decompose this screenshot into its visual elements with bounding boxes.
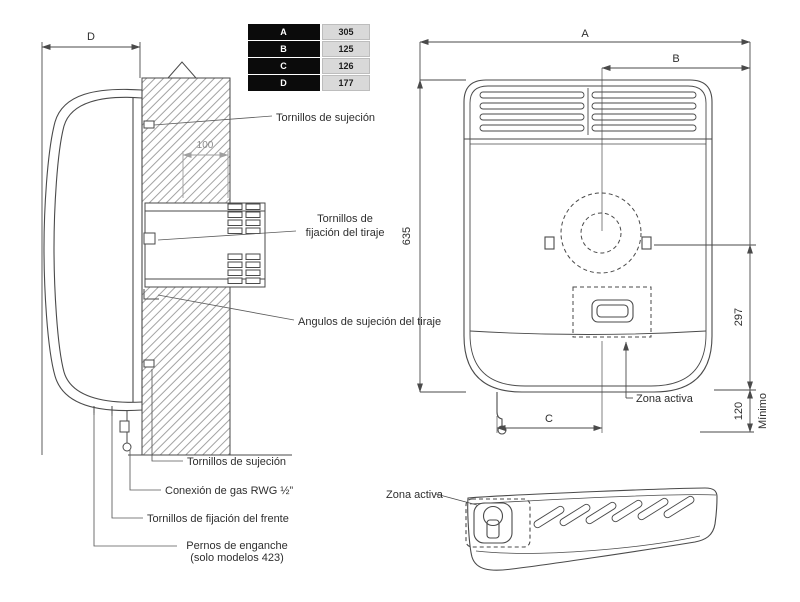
keyhole-slot <box>486 519 500 539</box>
bottom-body-outline <box>467 487 718 571</box>
gas-pipe-end <box>497 425 507 435</box>
dim-100-label: 100 <box>197 140 214 151</box>
label-zona-activa-front: Zona activa <box>636 393 694 405</box>
dim-635-label: 635 <box>401 227 413 245</box>
keyhole-plate <box>473 502 513 544</box>
front-body-outline <box>463 79 713 393</box>
wall-hatch-bottom <box>142 287 230 455</box>
dim-minimo-label: Mínimo <box>757 393 769 429</box>
label-angle-bracket: Angulos de sujeción del tiraje <box>298 316 441 328</box>
right-clip <box>641 236 652 250</box>
dimension-d <box>41 42 141 455</box>
wall-hatch-top <box>142 78 230 203</box>
wall-fasteners <box>143 120 159 368</box>
dimension-100 <box>182 151 229 198</box>
front-view <box>463 79 713 435</box>
dim-key: D <box>248 75 320 91</box>
label-duct-screws-line1: Tornillos de <box>317 213 373 225</box>
dim-b-label: B <box>672 53 679 65</box>
bottom-mounting-screw <box>143 359 155 368</box>
dimension-table: A 305 B 125 C 126 D 177 <box>248 24 370 91</box>
label-front-screws: Tornillos de fijación del frente <box>147 513 289 525</box>
leader-duct-screws <box>157 230 297 241</box>
flue-position-marks <box>560 192 652 338</box>
duct-fixing-screw <box>143 232 156 245</box>
label-top-screws: Tornillos de sujeción <box>276 112 375 124</box>
zona-activa-callout-front <box>623 341 633 399</box>
top-grille <box>479 88 697 135</box>
flue-duct <box>144 202 266 288</box>
table-row: D 177 <box>248 75 370 91</box>
left-clip <box>544 236 555 250</box>
wall-slot-inner <box>596 304 629 318</box>
zona-activa-box <box>572 286 652 338</box>
dim-297-label: 297 <box>733 308 745 326</box>
leader-front-screws <box>111 414 143 519</box>
leader-zona-activa-bottom <box>435 493 478 506</box>
label-bottom-screws: Tornillos de sujeción <box>187 456 286 468</box>
dim-a-label: A <box>581 28 589 40</box>
dim-key: C <box>248 58 320 74</box>
label-hook-bolts-line1: Pernos de enganche <box>186 540 288 552</box>
flue-circle-outer <box>560 192 642 274</box>
leader-lines <box>93 115 297 547</box>
dim-120-label: 120 <box>733 402 745 420</box>
dim-value: 125 <box>322 41 370 57</box>
top-mounting-screw <box>143 120 155 129</box>
flue-circle-inner <box>580 212 622 254</box>
wall-break-mark <box>166 61 198 79</box>
leader-hook-bolts <box>93 413 177 547</box>
leader-top-screws <box>153 115 273 126</box>
wall-section <box>128 61 292 456</box>
wall-slot-outer <box>591 299 634 323</box>
leader-angle-bracket <box>157 294 295 321</box>
duct-angle-bracket <box>143 289 159 300</box>
dim-value: 126 <box>322 58 370 74</box>
dim-value: 305 <box>322 24 370 40</box>
duct-ribs <box>227 203 261 284</box>
dim-c-label: C <box>545 413 553 425</box>
side-view <box>43 61 292 456</box>
dim-key: B <box>248 41 320 57</box>
zona-activa-box-bottom <box>465 498 531 548</box>
dim-d-label: D <box>87 31 95 43</box>
dim-value: 177 <box>322 75 370 91</box>
bottom-view <box>435 487 718 571</box>
dim-key: A <box>248 24 320 40</box>
keyhole-circle <box>482 505 504 527</box>
leader-bottom-screws <box>151 369 183 462</box>
table-row: B 125 <box>248 41 370 57</box>
label-zona-activa-bottom: Zona activa <box>386 489 444 501</box>
label-gas-connection: Conexión de gas RWG ½” <box>165 485 294 497</box>
front-dimensions <box>417 39 756 433</box>
front-body-inner <box>469 85 707 387</box>
table-row: A 305 <box>248 24 370 40</box>
bottom-grille <box>533 495 695 529</box>
label-hook-bolts-line2: (solo modelos 423) <box>190 552 284 564</box>
table-row: C 126 <box>248 58 370 74</box>
heater-side-body <box>43 88 143 412</box>
leader-gas-connection <box>129 450 161 491</box>
label-duct-screws-line2: fijación del tiraje <box>306 227 385 239</box>
gas-pipe <box>496 392 503 426</box>
gas-connection-side <box>119 410 132 452</box>
